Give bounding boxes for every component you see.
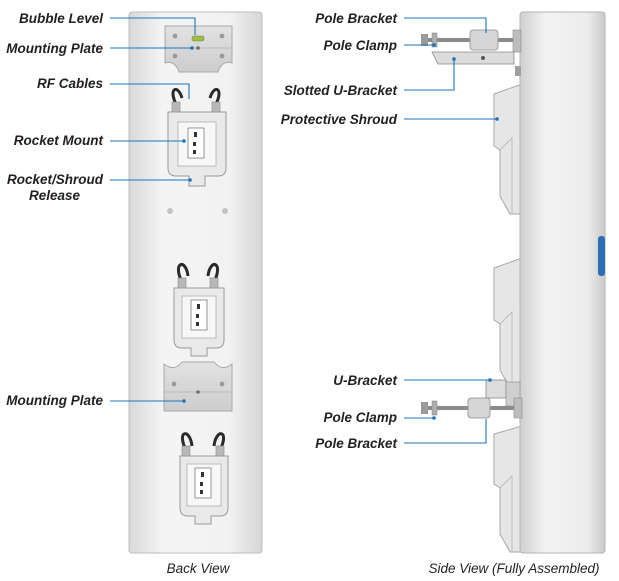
side-view-callouts: Pole Bracket Pole Clamp Slotted U-Bracke… [281,11,499,451]
label-bubble-level: Bubble Level [19,11,103,26]
label-rf-cables: RF Cables [37,76,104,91]
back-antenna-body [128,11,263,554]
rocket-mount-3 [179,432,229,525]
protective-shroud [493,83,523,553]
bottom-bracket-assembly [421,379,523,419]
rocket-mount-2 [173,263,225,357]
label-pole-clamp-bottom: Pole Clamp [323,410,397,425]
label-release-line1: Rocket/Shroud [7,172,104,187]
label-pole-clamp-top: Pole Clamp [323,38,397,53]
label-pole-bracket-bottom: Pole Bracket [315,436,397,451]
rocket-mount-1 [167,88,227,187]
label-protective-shroud: Protective Shroud [281,112,398,127]
top-mounting-plate [164,25,233,73]
bottom-mounting-plate [163,361,233,412]
back-view-callouts: Bubble Level Mounting Plate RF Cables Ro… [6,11,196,408]
back-view [128,11,263,554]
bubble-level [191,35,205,42]
label-release-line2: Release [29,188,81,203]
top-bracket-assembly [421,29,522,76]
label-pole-bracket-top: Pole Bracket [315,11,397,26]
caption-side-view: Side View (Fully Assembled) [428,561,599,576]
side-antenna-body [519,11,606,554]
label-u-bracket: U-Bracket [333,373,397,388]
label-slotted-u-bracket: Slotted U-Bracket [284,83,398,98]
label-mounting-plate-bottom: Mounting Plate [6,393,103,408]
label-rocket-mount: Rocket Mount [14,133,104,148]
caption-back-view: Back View [167,561,231,576]
side-view [421,11,606,554]
label-mounting-plate-top: Mounting Plate [6,41,103,56]
